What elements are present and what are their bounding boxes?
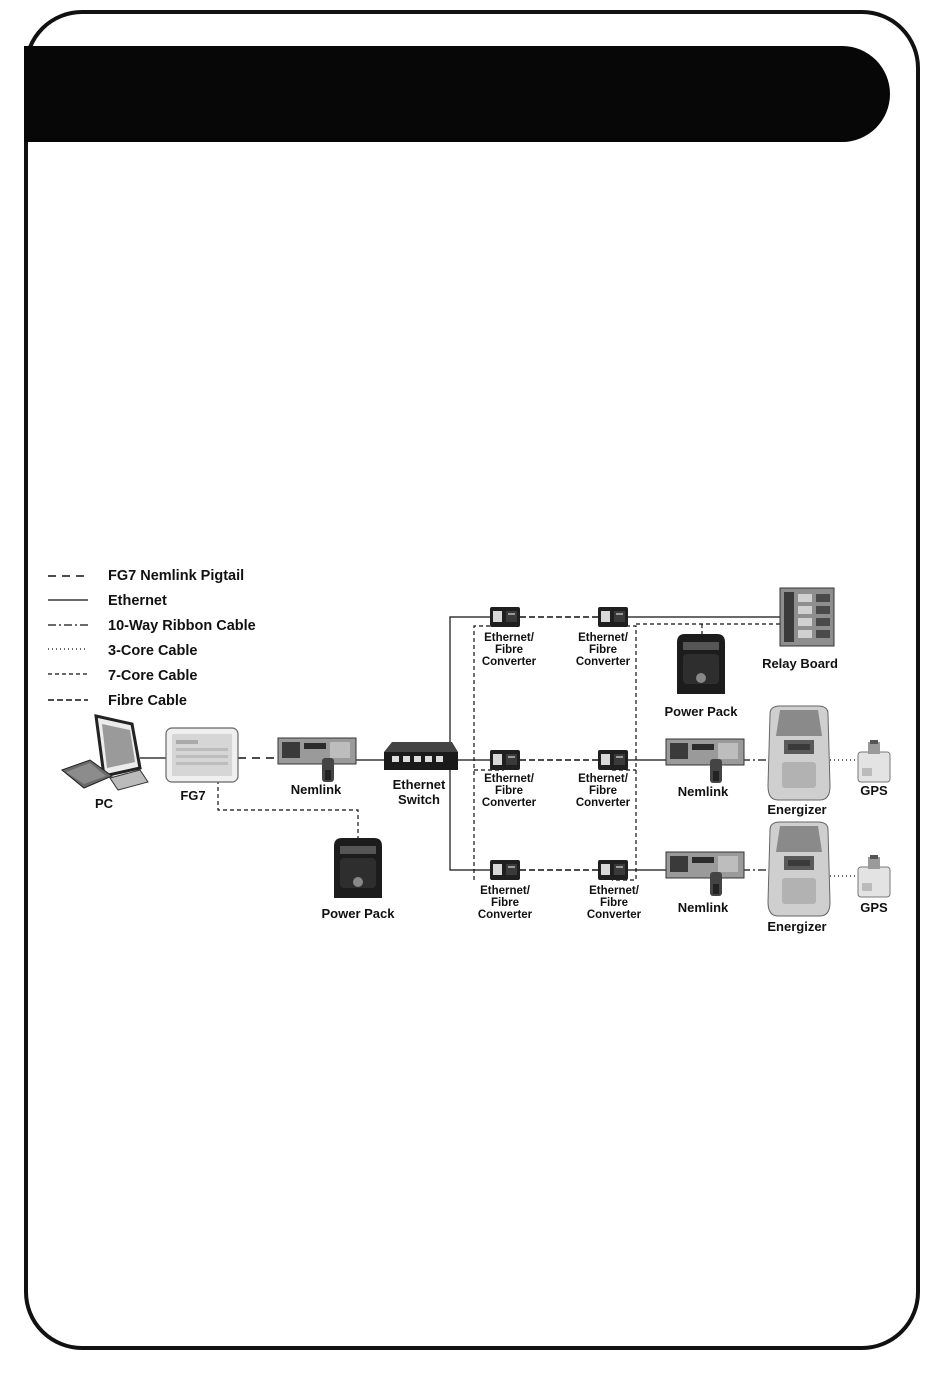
gps-label: GPS	[860, 783, 888, 798]
power-pack-label: Power Pack	[665, 704, 739, 719]
converter-label-line2: Fibre	[495, 644, 523, 656]
converter-label-line3: Converter	[482, 797, 537, 809]
relay-board-label: Relay Board	[762, 656, 838, 671]
converter-label-line2: Fibre	[600, 897, 628, 909]
legend: FG7 Nemlink Pigtail Ethernet 10-Way Ribb…	[48, 568, 256, 709]
converter-label-line3: Converter	[576, 656, 631, 668]
pc-label: PC	[95, 796, 114, 811]
switch-label-line1: Ethernet	[393, 777, 446, 792]
page-frame	[24, 10, 920, 1350]
converter-label-line1: Ethernet/	[589, 885, 640, 897]
gps-device: GPS	[857, 739, 891, 798]
power-pack-top: Power Pack	[665, 634, 739, 719]
energizer-device-2: Energizer	[767, 821, 831, 934]
nemlink-device-2: Nemlink	[665, 738, 745, 799]
converter-label-line3: Converter	[478, 909, 533, 921]
converter-label-line2: Fibre	[495, 785, 523, 797]
converter-label-line1: Ethernet/	[480, 885, 531, 897]
legend-label-3-core: 3-Core Cable	[108, 643, 197, 659]
power-pack-bottom: Power Pack	[322, 838, 396, 921]
converter-right-top: Ethernet/ Fibre Converter	[576, 607, 631, 668]
gps-label: GPS	[860, 900, 888, 915]
legend-label-7-core: 7-Core Cable	[108, 668, 197, 684]
ethernet-switch: Ethernet Switch	[384, 742, 458, 807]
converter-label-line1: Ethernet/	[484, 773, 535, 785]
nemlink-device-3: Nemlink	[665, 851, 745, 915]
legend-label-ribbon: 10-Way Ribbon Cable	[108, 618, 256, 634]
pc-device: PC	[60, 714, 149, 811]
nemlink-label: Nemlink	[678, 784, 729, 799]
converter-label-line1: Ethernet/	[484, 632, 535, 644]
fg7-label: FG7	[180, 788, 205, 803]
energizer-device: Energizer	[767, 705, 831, 817]
converter-right-bottom: Ethernet/ Fibre Converter	[587, 860, 642, 921]
converter-left-bottom: Ethernet/ Fibre Converter	[478, 860, 533, 921]
legend-label-pigtail: FG7 Nemlink Pigtail	[108, 568, 244, 584]
converter-label-line3: Converter	[482, 656, 537, 668]
legend-label-ethernet: Ethernet	[108, 593, 167, 609]
relay-board: Relay Board	[762, 587, 838, 671]
gps-device-2: GPS	[857, 854, 891, 915]
switch-label-line2: Switch	[398, 792, 440, 807]
converter-right-middle: Ethernet/ Fibre Converter	[576, 750, 631, 809]
nemlink-label: Nemlink	[291, 782, 342, 797]
energizer-label: Energizer	[767, 919, 826, 934]
converter-label-line1: Ethernet/	[578, 632, 629, 644]
fg7-device: FG7	[165, 727, 239, 803]
converter-label-line3: Converter	[576, 797, 631, 809]
converter-label-line2: Fibre	[589, 644, 617, 656]
header-bar	[24, 46, 890, 142]
converter-left-middle: Ethernet/ Fibre Converter	[482, 750, 537, 809]
converter-label-line1: Ethernet/	[578, 773, 629, 785]
nemlink-label: Nemlink	[678, 900, 729, 915]
energizer-label: Energizer	[767, 802, 826, 817]
converter-label-line2: Fibre	[589, 785, 617, 797]
converter-label-line2: Fibre	[491, 897, 519, 909]
legend-label-fibre: Fibre Cable	[108, 693, 187, 709]
nemlink-device: Nemlink	[277, 737, 357, 797]
converter-left-top: Ethernet/ Fibre Converter	[482, 607, 537, 668]
power-pack-label: Power Pack	[322, 906, 396, 921]
converter-label-line3: Converter	[587, 909, 642, 921]
